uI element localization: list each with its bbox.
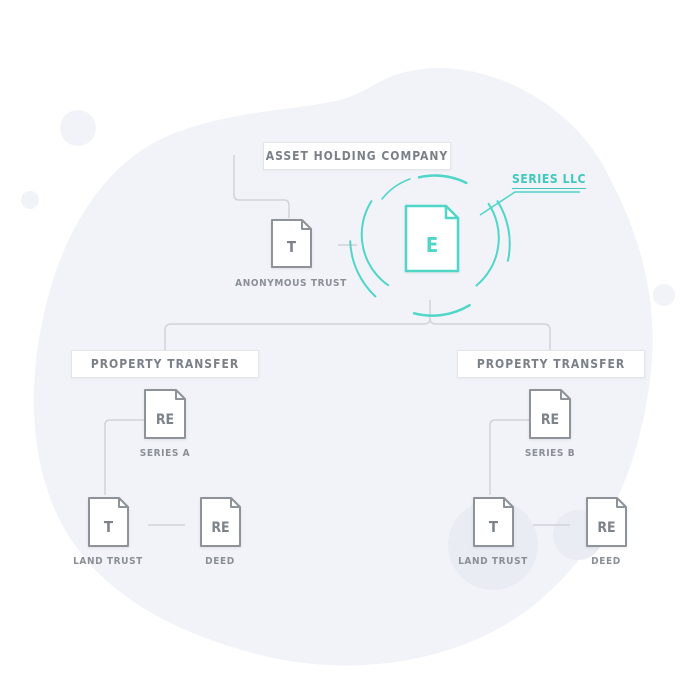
- document-icon: RE: [529, 389, 571, 439]
- doc-letter: RE: [156, 412, 174, 428]
- document-icon: RE: [144, 389, 186, 439]
- document-icon-highlighted: E: [404, 204, 460, 273]
- series-llc-leader-line: [479, 191, 580, 216]
- document-icon: T: [88, 497, 129, 547]
- deed-label-right: DEED: [591, 556, 621, 567]
- bubble-left-small: [21, 191, 39, 209]
- property-transfer-box-left: PROPERTY TRANSFER: [71, 350, 259, 378]
- doc-letter: T: [287, 238, 297, 256]
- doc-letter: T: [104, 518, 114, 536]
- asset-holding-company-box: ASSET HOLDING COMPANY: [263, 142, 451, 170]
- land-trust-label-right: LAND TRUST: [458, 556, 528, 567]
- connector-lines: [104, 155, 570, 526]
- highlight-rings: [349, 174, 511, 317]
- bubble-left-large: [60, 110, 96, 146]
- doc-letter: RE: [597, 520, 615, 536]
- series-a-label: SERIES A: [139, 448, 191, 459]
- document-icon: RE: [586, 497, 627, 547]
- doc-letter: RE: [211, 520, 229, 536]
- series-b-label: SERIES B: [524, 448, 576, 459]
- anonymous-trust-label: ANONYMOUS TRUST: [235, 278, 347, 289]
- deed-label-left: DEED: [205, 556, 235, 567]
- doc-letter: E: [426, 233, 438, 257]
- property-transfer-box-right: PROPERTY TRANSFER: [457, 350, 645, 378]
- doc-letter: RE: [541, 412, 559, 428]
- document-icon: T: [473, 497, 514, 547]
- land-trust-label-left: LAND TRUST: [73, 556, 143, 567]
- doc-letter: T: [489, 518, 499, 536]
- series-llc-label: SERIES LLC: [512, 172, 587, 189]
- bubble-right: [653, 284, 675, 306]
- document-icon: RE: [200, 497, 241, 547]
- document-icon: T: [271, 219, 312, 268]
